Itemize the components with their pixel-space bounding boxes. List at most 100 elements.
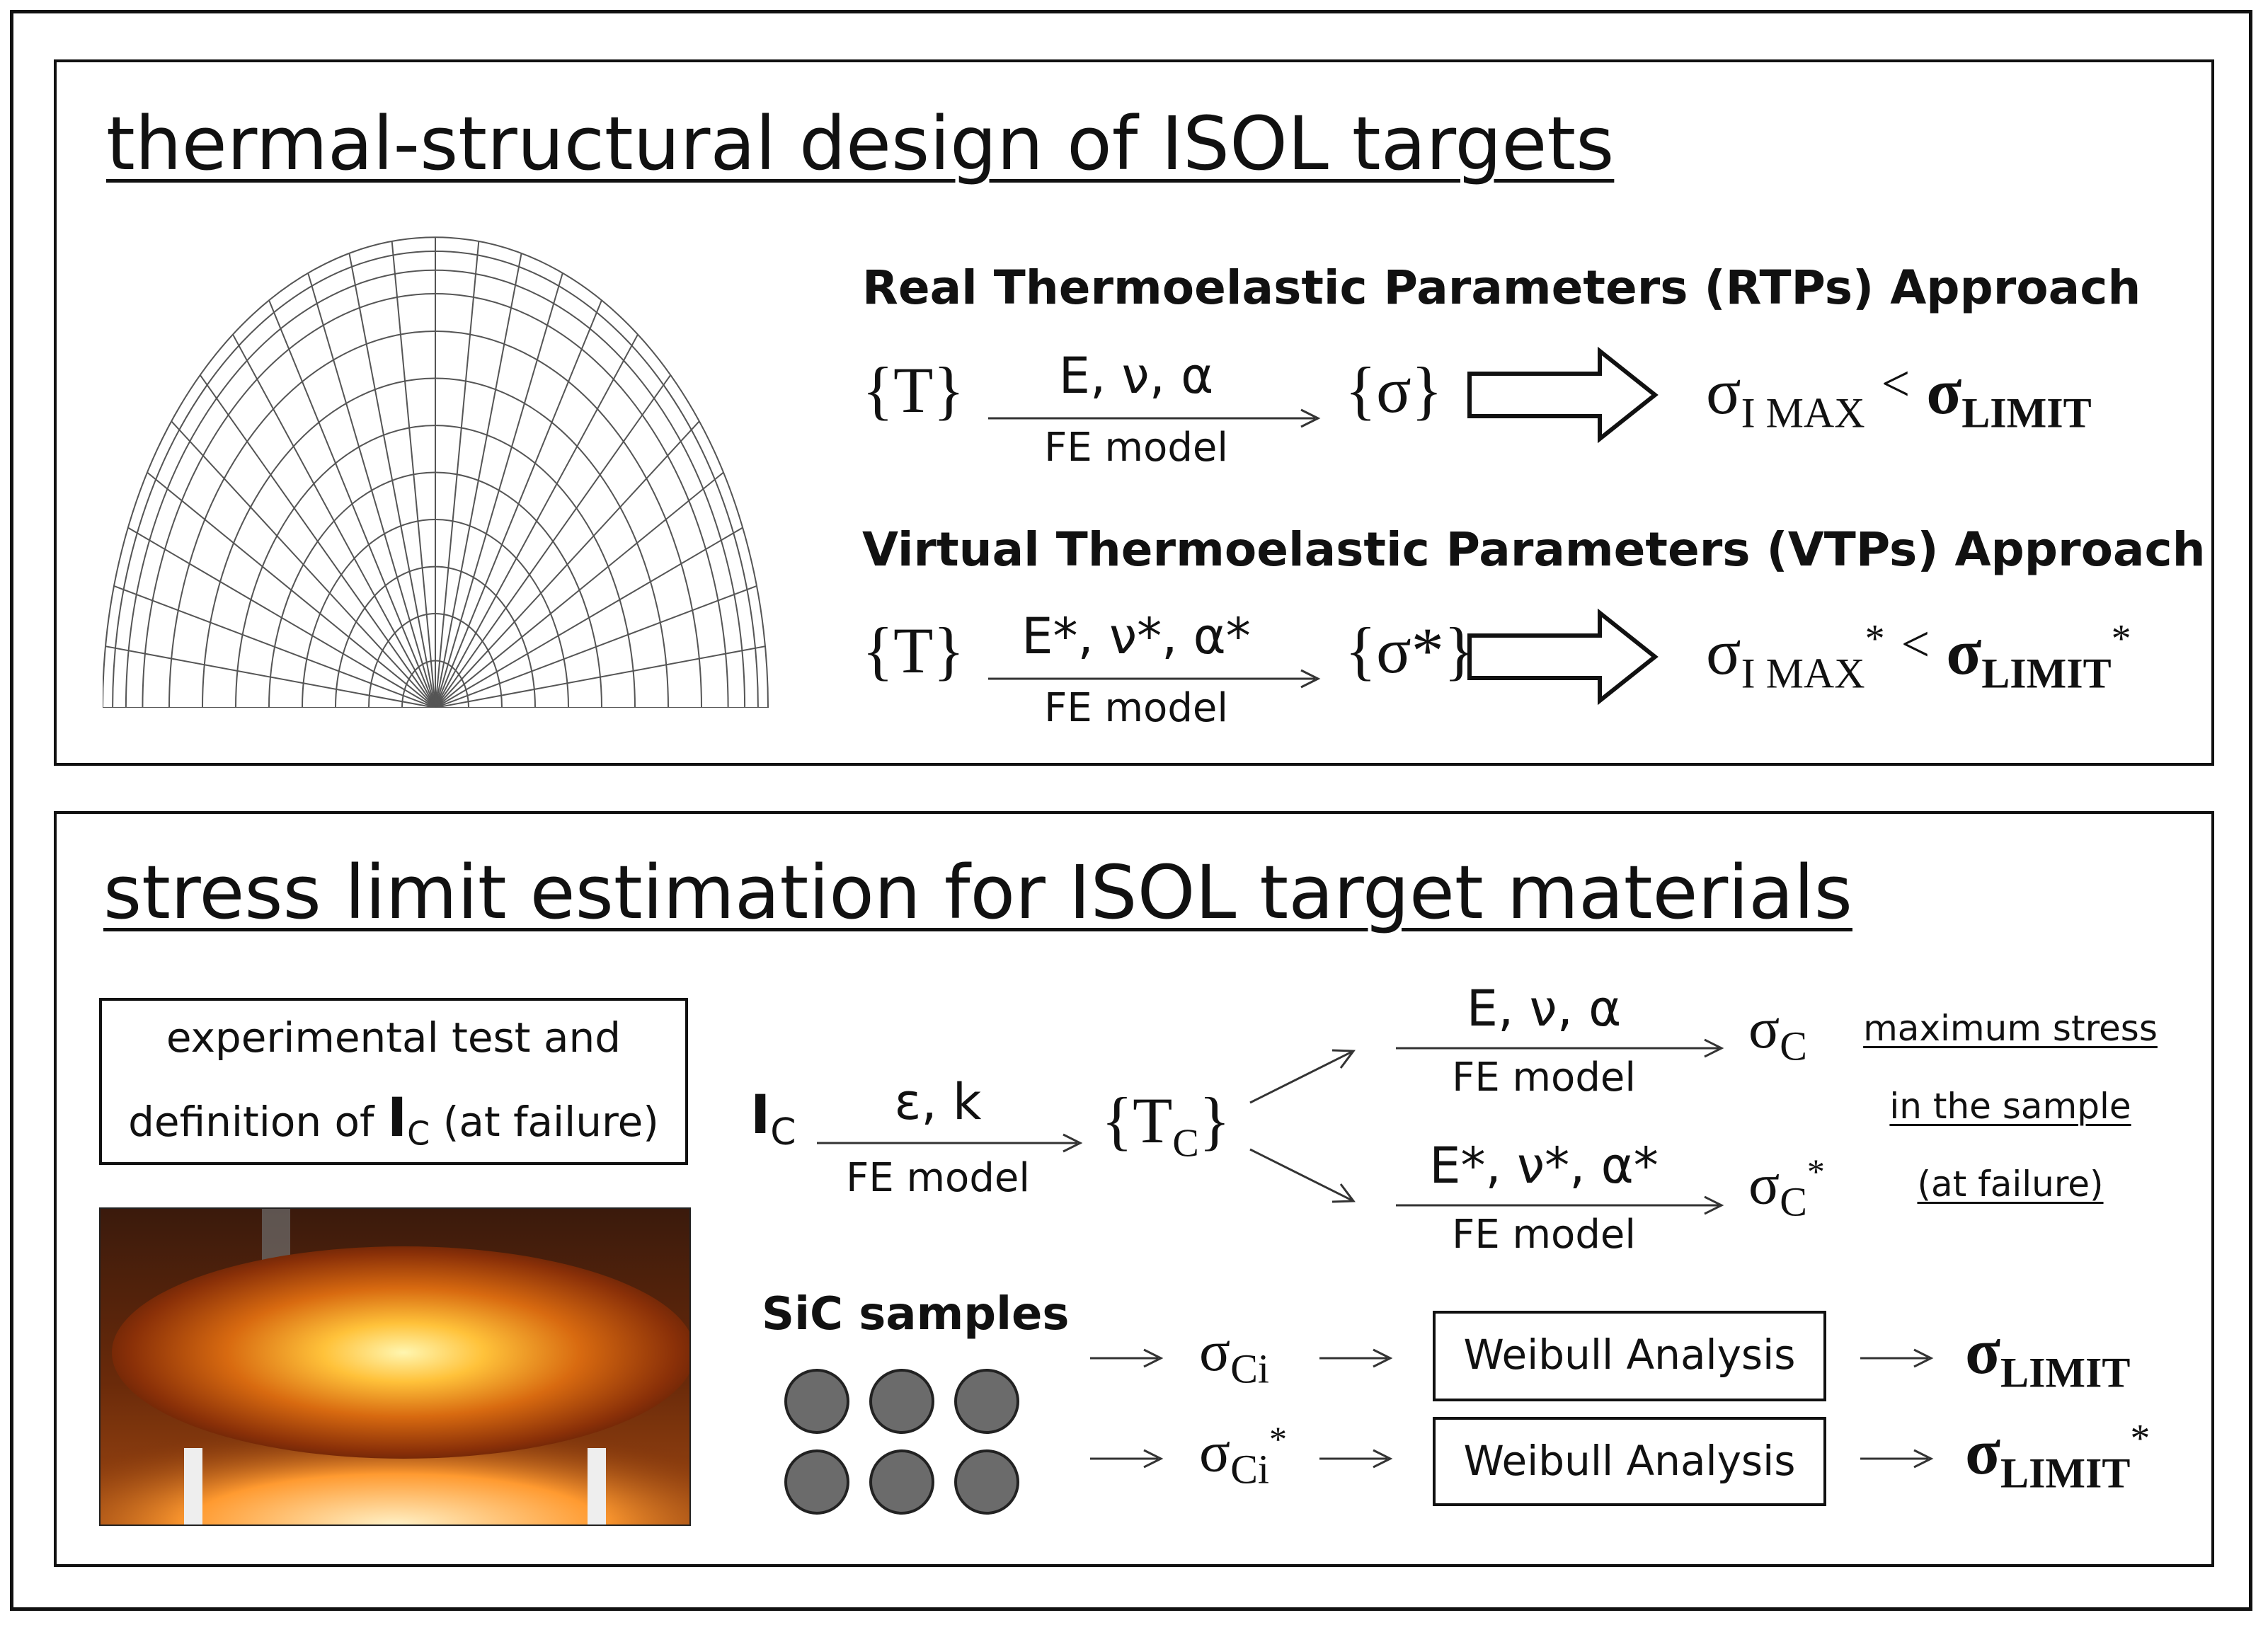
- figure-frame: [10, 10, 2252, 1611]
- sample-circle: [954, 1449, 1019, 1515]
- mesh-spoke: [435, 527, 743, 708]
- mesh-spoke: [199, 374, 436, 708]
- row1-sigma-limit: σLIMIT: [1965, 1314, 2130, 1397]
- box-definition-text: definition of: [128, 1098, 387, 1146]
- row1-limit-sub: LIMIT: [2000, 1349, 2131, 1396]
- row2-sigma-ci: σCi*: [1199, 1418, 1287, 1493]
- mesh-spoke: [113, 585, 436, 708]
- vtp-limit-sigma: σ: [1946, 616, 1982, 688]
- ic-main: I: [750, 1083, 771, 1146]
- box-ic: I: [386, 1086, 408, 1149]
- row1-arrow-3: [1860, 1348, 1934, 1368]
- row2-limit-star: *: [2130, 1416, 2150, 1461]
- rtp-output-stress: {σ}: [1345, 354, 1443, 426]
- lower-sigma: σ: [1748, 1152, 1780, 1217]
- mesh-spoke: [435, 272, 563, 708]
- row1-limit-sigma: σ: [1965, 1315, 2001, 1387]
- rtp-fe-arrow: [988, 408, 1321, 428]
- lower-branch-fe-model: FE model: [1452, 1212, 1636, 1258]
- vtp-sigma-sub: I MAX: [1741, 650, 1865, 697]
- rtp-block-arrow: [1467, 346, 1659, 444]
- vtp-input-temperature: {T}: [862, 614, 965, 687]
- tc-open: {T: [1101, 1084, 1173, 1156]
- rtp-heading: Real Thermoelastic Parameters (RTPs) App…: [862, 260, 2141, 315]
- note-line-2: in the sample: [1889, 1086, 2131, 1127]
- heated-sample-photo: [99, 1207, 691, 1526]
- experimental-test-line1: experimental test and: [166, 1014, 622, 1062]
- experimental-test-line2: definition of IC (at failure): [99, 1086, 688, 1153]
- rtp-sigma: σ: [1706, 355, 1741, 427]
- ic-label: IC: [750, 1083, 796, 1154]
- vtp-heading: Virtual Thermoelastic Parameters (VTPs) …: [862, 522, 2206, 577]
- mesh-spoke: [435, 374, 672, 708]
- note-line-1: maximum stress: [1863, 1008, 2158, 1049]
- lower-branch-arrow: [1396, 1195, 1724, 1215]
- box-ic-sub: C: [407, 1114, 430, 1153]
- experimental-test-box: [99, 998, 688, 1165]
- tc-sub: C: [1172, 1121, 1199, 1166]
- vtp-block-arrow: [1467, 608, 1659, 706]
- row2-limit-sub: LIMIT: [2000, 1449, 2131, 1497]
- branch-arrow-up: [1249, 1049, 1356, 1104]
- mesh-spoke: [127, 527, 436, 708]
- row1-sigma-sub: Ci: [1230, 1345, 1270, 1392]
- mesh-spoke: [435, 299, 602, 708]
- row2-sigma-limit: σLIMIT*: [1965, 1414, 2150, 1498]
- sic-samples-label: SiC samples: [762, 1288, 1070, 1340]
- vtp-sigma-star: *: [1865, 616, 1885, 661]
- upper-branch-fe-model: FE model: [1452, 1055, 1636, 1101]
- lower-sigma-sub: C: [1780, 1178, 1807, 1225]
- mesh-spoke: [435, 585, 757, 708]
- mesh-spoke: [268, 299, 436, 708]
- row2-arrow-2: [1319, 1449, 1393, 1469]
- mesh-spoke: [435, 253, 522, 708]
- ic-fe-model: FE model: [846, 1155, 1030, 1201]
- fe-mesh-image: [103, 236, 769, 708]
- lower-sigma-star: *: [1806, 1152, 1825, 1191]
- mesh-spoke: [348, 253, 436, 708]
- upper-branch-arrow: [1396, 1038, 1724, 1058]
- mesh-spoke: [435, 420, 700, 708]
- upper-branch-params: E, ν, α: [1466, 980, 1622, 1038]
- rtp-lt: <: [1881, 355, 1911, 412]
- rtp-limit: σLIMIT: [1926, 355, 2091, 436]
- vtp-output-stress: {σ*}: [1345, 614, 1475, 687]
- rtp-params: E, ν, α: [1058, 347, 1214, 405]
- vtp-fe-model: FE model: [1044, 685, 1228, 731]
- vtp-limit-star: *: [2111, 616, 2131, 661]
- mesh-spoke: [435, 333, 638, 708]
- stress-limit-panel-title: stress limit estimation for ISOL target …: [103, 849, 1852, 936]
- ic-sub: C: [770, 1111, 796, 1154]
- row2-weibull-label: Weibull Analysis: [1463, 1437, 1796, 1485]
- rtp-inequality: σI MAX < σLIMIT: [1706, 354, 2092, 437]
- vtp-inequality: σI MAX* < σLIMIT*: [1706, 614, 2131, 698]
- row2-sigma-star: *: [1269, 1419, 1288, 1459]
- tc-close: }: [1198, 1084, 1230, 1156]
- row1-weibull-box: [1433, 1311, 1826, 1401]
- sample-circle: [784, 1449, 849, 1515]
- row2-limit-sigma: σ: [1965, 1416, 2001, 1488]
- row2-weibull-box: [1433, 1417, 1826, 1506]
- rtp-fe-model: FE model: [1044, 425, 1228, 471]
- lower-branch-sigma-c: σC*: [1748, 1151, 1825, 1226]
- sample-circle: [954, 1369, 1019, 1434]
- mesh-spoke: [435, 471, 724, 708]
- vtp-fe-arrow: [988, 669, 1321, 689]
- row2-sigma: σ: [1199, 1419, 1231, 1484]
- mesh-spoke: [105, 645, 436, 708]
- mesh-spoke: [171, 420, 436, 708]
- mesh-spoke: [391, 241, 436, 708]
- ic-fe-arrow: [817, 1133, 1083, 1153]
- vtp-limit: σLIMIT: [1946, 616, 2111, 696]
- mesh-spoke: [307, 272, 436, 708]
- upper-sigma: σ: [1748, 996, 1780, 1060]
- mesh-spoke: [147, 471, 436, 708]
- upper-branch-sigma-c: σC: [1748, 995, 1807, 1069]
- stress-limit-panel: [54, 811, 2214, 1567]
- tc-label: {TC}: [1101, 1083, 1230, 1166]
- design-panel: [54, 59, 2214, 766]
- row1-arrow-1: [1090, 1348, 1164, 1368]
- row1-weibull-label: Weibull Analysis: [1463, 1331, 1796, 1379]
- vtp-params: E*, ν*, α*: [1021, 607, 1251, 665]
- row1-sigma: σ: [1199, 1319, 1231, 1383]
